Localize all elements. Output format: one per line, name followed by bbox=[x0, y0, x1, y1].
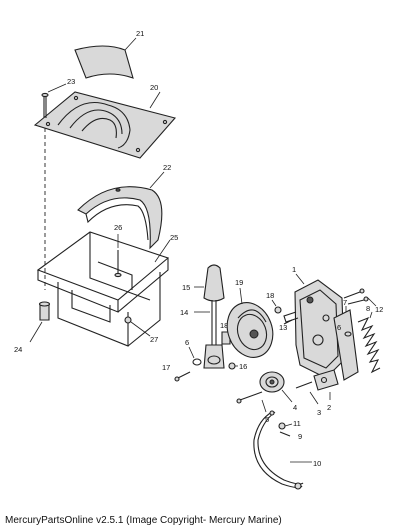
callout-16: 16 bbox=[239, 362, 247, 371]
callout-19: 19 bbox=[235, 278, 243, 287]
callout-22: 22 bbox=[163, 163, 171, 172]
callout-17: 17 bbox=[162, 363, 170, 372]
callout-12: 12 bbox=[375, 305, 383, 314]
part-5-screw: 5 bbox=[236, 391, 269, 424]
part-20-top-plate: 20 bbox=[33, 83, 177, 159]
callout-9: 9 bbox=[298, 432, 302, 441]
part-19-cam-plate: 19 bbox=[226, 278, 274, 358]
part-9-clip: 9 bbox=[279, 431, 302, 441]
callout-4: 4 bbox=[293, 403, 297, 412]
callout-1: 1 bbox=[292, 265, 296, 274]
parts-diagram: 21 20 23 22 bbox=[14, 29, 383, 490]
callout-13: 13 bbox=[279, 323, 287, 332]
callout-20: 20 bbox=[150, 83, 158, 92]
part-15-handle-knob: 15 bbox=[182, 264, 225, 302]
callout-18-left: 18 bbox=[220, 321, 228, 330]
part-11-ferrule: 11 bbox=[278, 419, 301, 430]
callout-26: 26 bbox=[114, 223, 122, 232]
callout-25: 25 bbox=[170, 233, 178, 242]
part-18-fastener-right: 18 bbox=[266, 291, 282, 314]
part-4-pulley: 4 bbox=[259, 371, 297, 412]
part-7-plate: 7 bbox=[333, 298, 359, 381]
callout-14: 14 bbox=[180, 308, 188, 317]
part-23-screw: 23 bbox=[41, 77, 75, 118]
part-17-screw: 17 bbox=[162, 363, 191, 382]
part-6-washer-left: 6 bbox=[185, 338, 202, 366]
callout-10: 10 bbox=[313, 459, 321, 468]
callout-6-right: 6 bbox=[337, 323, 341, 332]
part-21-cover-strip: 21 bbox=[74, 29, 144, 79]
part-1-housing: 1 bbox=[283, 265, 345, 379]
part-12-screws: 12 bbox=[343, 288, 383, 314]
callout-23: 23 bbox=[67, 77, 75, 86]
callout-11: 11 bbox=[293, 419, 301, 428]
part-27-nut: 27 bbox=[124, 316, 158, 344]
part-25-base-frame: 25 bbox=[36, 231, 178, 347]
part-3-pin: 3 bbox=[295, 381, 321, 417]
part-14-lever-shaft: 14 bbox=[180, 300, 225, 369]
callout-24: 24 bbox=[14, 345, 22, 354]
part-8-spring: 8 bbox=[357, 304, 381, 374]
part-6-washer-right: 6 bbox=[337, 323, 352, 337]
part-16-fastener: 16 bbox=[228, 362, 247, 371]
part-2-link: 2 bbox=[313, 369, 339, 412]
callout-2: 2 bbox=[327, 403, 331, 412]
callout-7: 7 bbox=[343, 298, 347, 307]
callout-3: 3 bbox=[317, 408, 321, 417]
callout-15: 15 bbox=[182, 283, 190, 292]
part-26-screw: 26 bbox=[114, 223, 122, 278]
callout-21: 21 bbox=[136, 29, 144, 38]
callout-27: 27 bbox=[150, 335, 158, 344]
callout-6-left: 6 bbox=[185, 338, 189, 347]
copyright-caption: MercuryPartsOnline v2.5.1 (Image Copyrig… bbox=[5, 515, 282, 526]
callout-18-right: 18 bbox=[266, 291, 274, 300]
callout-8: 8 bbox=[366, 304, 370, 313]
part-22-shell: 22 bbox=[77, 163, 171, 250]
part-24-bolt: 24 bbox=[14, 301, 51, 354]
part-10-cable: 10 bbox=[253, 410, 321, 490]
